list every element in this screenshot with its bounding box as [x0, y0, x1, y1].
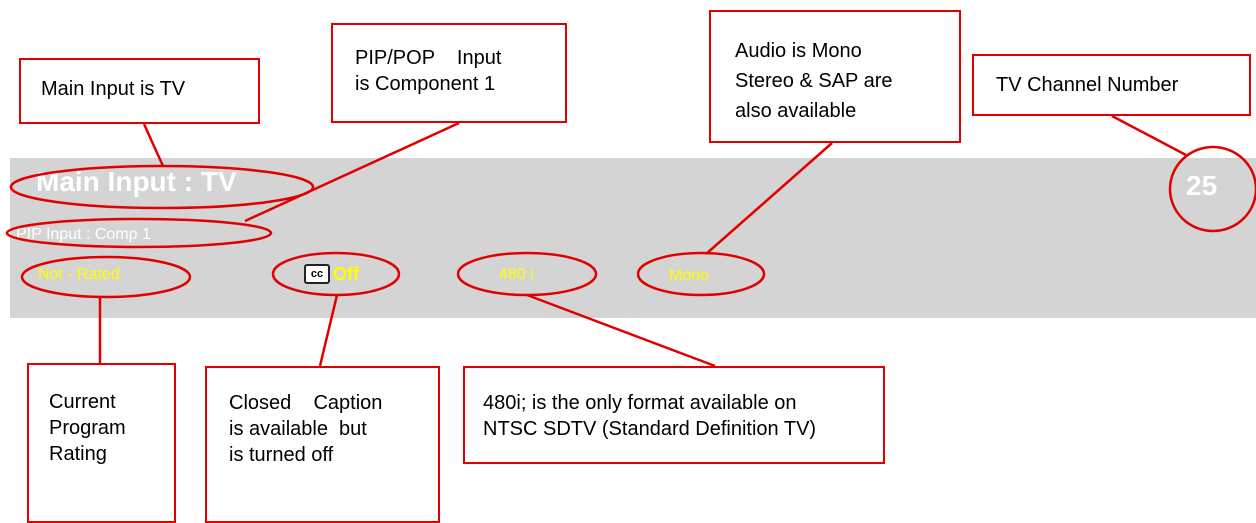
osd-info-bar	[10, 158, 1256, 318]
channel-number: 25	[1186, 170, 1218, 201]
callout-video-format: 480i; is the only format available on NT…	[463, 366, 885, 464]
closed-caption-icon: cc	[304, 264, 330, 284]
leader-closed-caption	[318, 294, 339, 367]
callout-cc-line1: Closed Caption	[229, 392, 383, 414]
leader-video-format	[526, 293, 716, 368]
ellipse-main-input	[9, 164, 315, 210]
callout-main-input-text: Main Input is TV	[41, 78, 186, 100]
ellipse-pip-input	[5, 217, 273, 249]
callout-audio-line1: Audio is Mono	[735, 40, 862, 62]
leader-pip-input	[244, 121, 460, 223]
callout-cc-line2: is available but	[229, 418, 367, 440]
callout-channel-text: TV Channel Number	[996, 74, 1179, 96]
ellipse-rating	[20, 255, 192, 299]
audio-mode-label: Mono	[669, 267, 710, 284]
callout-rating: Current Program Rating	[27, 363, 176, 523]
callout-pip-input: PIP/POP Input is Component 1	[331, 23, 567, 123]
leader-main-input	[142, 123, 165, 167]
callout-cc-line3: is turned off	[229, 444, 334, 466]
callout-rating-line3: Rating	[49, 443, 107, 465]
video-format-label: 480 i	[499, 266, 534, 283]
ellipse-video-format	[456, 251, 598, 297]
program-rating-label: Not - Rated	[38, 266, 120, 283]
ellipse-closed-caption	[271, 251, 401, 297]
leader-audio	[705, 142, 833, 255]
callout-rating-line1: Current	[49, 391, 116, 413]
callout-format-line2: NTSC SDTV (Standard Definition TV)	[483, 418, 817, 440]
callout-rating-line2: Program	[49, 417, 126, 439]
callout-audio-line2: Stereo & SAP are	[735, 70, 893, 92]
callout-pip-input-line2: is Component 1	[355, 73, 496, 95]
leader-channel	[1111, 114, 1187, 157]
callout-channel: TV Channel Number	[972, 54, 1251, 116]
callout-audio: Audio is Mono Stereo & SAP are also avai…	[709, 10, 961, 143]
callout-pip-input-line1: PIP/POP Input	[355, 47, 502, 69]
pip-input-label: PIP Input : Comp 1	[16, 226, 151, 243]
ellipse-audio	[636, 251, 766, 297]
callout-main-input: Main Input is TV	[19, 58, 260, 124]
callout-format-line1: 480i; is the only format available on	[483, 392, 797, 414]
ellipse-channel	[1168, 145, 1256, 233]
callout-audio-line3: also available	[735, 100, 857, 122]
closed-caption-state: Off	[333, 264, 359, 284]
callout-closed-caption: Closed Caption is available but is turne…	[205, 366, 440, 523]
